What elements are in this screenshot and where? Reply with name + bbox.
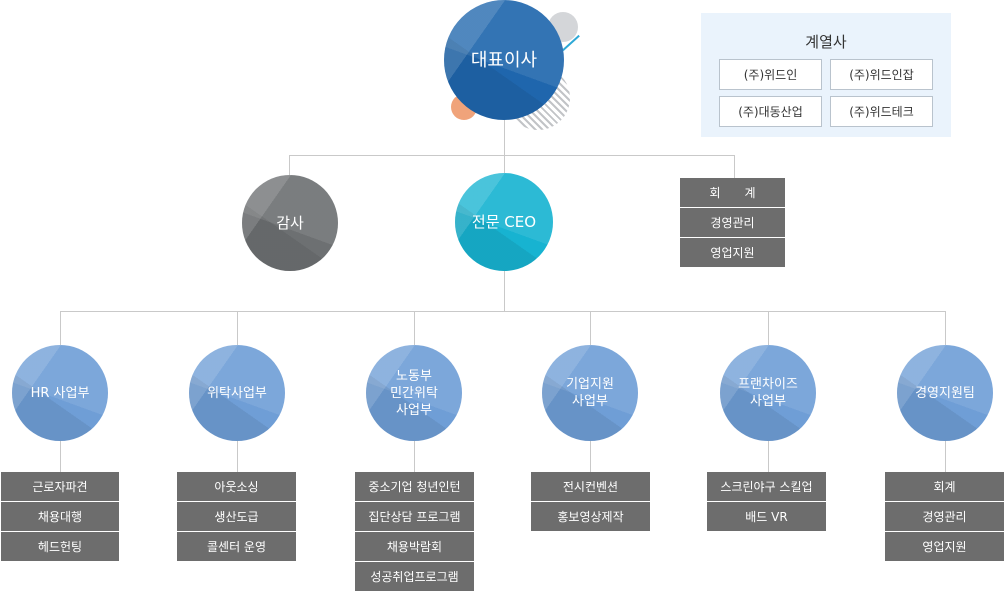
- dept-label: 위탁사업부: [207, 385, 267, 401]
- ceo-down-line: [504, 120, 505, 156]
- dept-down-line: [414, 441, 415, 472]
- affiliates-title: 계열사: [805, 33, 847, 51]
- dept-item-box: 집단상담 프로그램: [355, 502, 474, 531]
- dept-node-hr: HR 사업부: [12, 345, 108, 441]
- pro-up-line: [504, 155, 505, 173]
- dept-node-business-support: 기업지원 사업부: [542, 345, 638, 441]
- ceo-label: 대표이사: [470, 49, 538, 71]
- admin-box: 영업지원: [680, 238, 785, 267]
- dept-item-box: 아웃소싱: [177, 472, 296, 501]
- dept-item-box: 경영관리: [885, 502, 1004, 531]
- dept-up-line: [237, 311, 238, 345]
- dept-item-box: 성공취업프로그램: [355, 562, 474, 591]
- affiliate-item: (주)위드인잡: [830, 59, 933, 90]
- dept-label: HR 사업부: [30, 385, 90, 401]
- affiliate-item: (주)대동산업: [719, 96, 822, 127]
- dept-label: 기업지원 사업부: [566, 377, 614, 409]
- dept-item-box: 채용대행: [1, 502, 119, 531]
- dept-label: 경영지원팀: [915, 385, 975, 401]
- dept-up-line: [945, 311, 946, 345]
- admin-up-line: [734, 155, 735, 178]
- admin-box: 경영관리: [680, 208, 785, 237]
- dept-up-line: [414, 311, 415, 345]
- dept-item-box: 회계: [885, 472, 1004, 501]
- dept-item-box: 전시컨벤션: [531, 472, 650, 501]
- dept-item-box: 스크린야구 스킬업: [707, 472, 826, 501]
- admin-box: 회 계: [680, 178, 785, 207]
- dept-down-line: [768, 441, 769, 472]
- pro-down-line: [504, 271, 505, 311]
- affiliates-panel: 계열사 (주)위드인 (주)위드인잡 (주)대동산업 (주)위드테크: [701, 13, 951, 137]
- dept-node-labor: 노동부 민간위탁 사업부: [366, 345, 462, 441]
- dept-up-line: [768, 311, 769, 345]
- dept-down-line: [237, 441, 238, 472]
- dept-label: 노동부 민간위탁 사업부: [390, 368, 438, 418]
- dept-node-franchise: 프랜차이즈 사업부: [720, 345, 816, 441]
- pro-ceo-node: 전문 CEO: [455, 173, 553, 271]
- dept-item-box: 홍보영상제작: [531, 502, 650, 531]
- dept-down-line: [60, 441, 61, 472]
- dept-item-box: 채용박람회: [355, 532, 474, 561]
- dept-node-outsourcing: 위탁사업부: [189, 345, 285, 441]
- dept-branch-line: [60, 311, 945, 312]
- dept-node-management: 경영지원팀: [897, 345, 993, 441]
- audit-up-line: [289, 155, 290, 175]
- audit-node: 감사: [242, 175, 338, 271]
- affiliate-item: (주)위드인: [719, 59, 822, 90]
- dept-item-box: 생산도급: [177, 502, 296, 531]
- audit-label: 감사: [276, 213, 304, 232]
- dept-up-line: [590, 311, 591, 345]
- pro-ceo-label: 전문 CEO: [471, 212, 537, 231]
- dept-item-box: 배드 VR: [707, 502, 826, 531]
- dept-item-box: 헤드헌팅: [1, 532, 119, 561]
- top-branch-line: [289, 155, 735, 156]
- dept-down-line: [590, 441, 591, 472]
- dept-item-box: 콜센터 운영: [177, 532, 296, 561]
- dept-item-box: 영업지원: [885, 532, 1004, 561]
- dept-item-box: 중소기업 청년인턴: [355, 472, 474, 501]
- dept-item-box: 근로자파견: [1, 472, 119, 501]
- dept-down-line: [945, 441, 946, 472]
- affiliate-item: (주)위드테크: [830, 96, 933, 127]
- dept-up-line: [60, 311, 61, 345]
- ceo-node: 대표이사: [444, 0, 564, 120]
- dept-label: 프랜차이즈 사업부: [738, 377, 798, 409]
